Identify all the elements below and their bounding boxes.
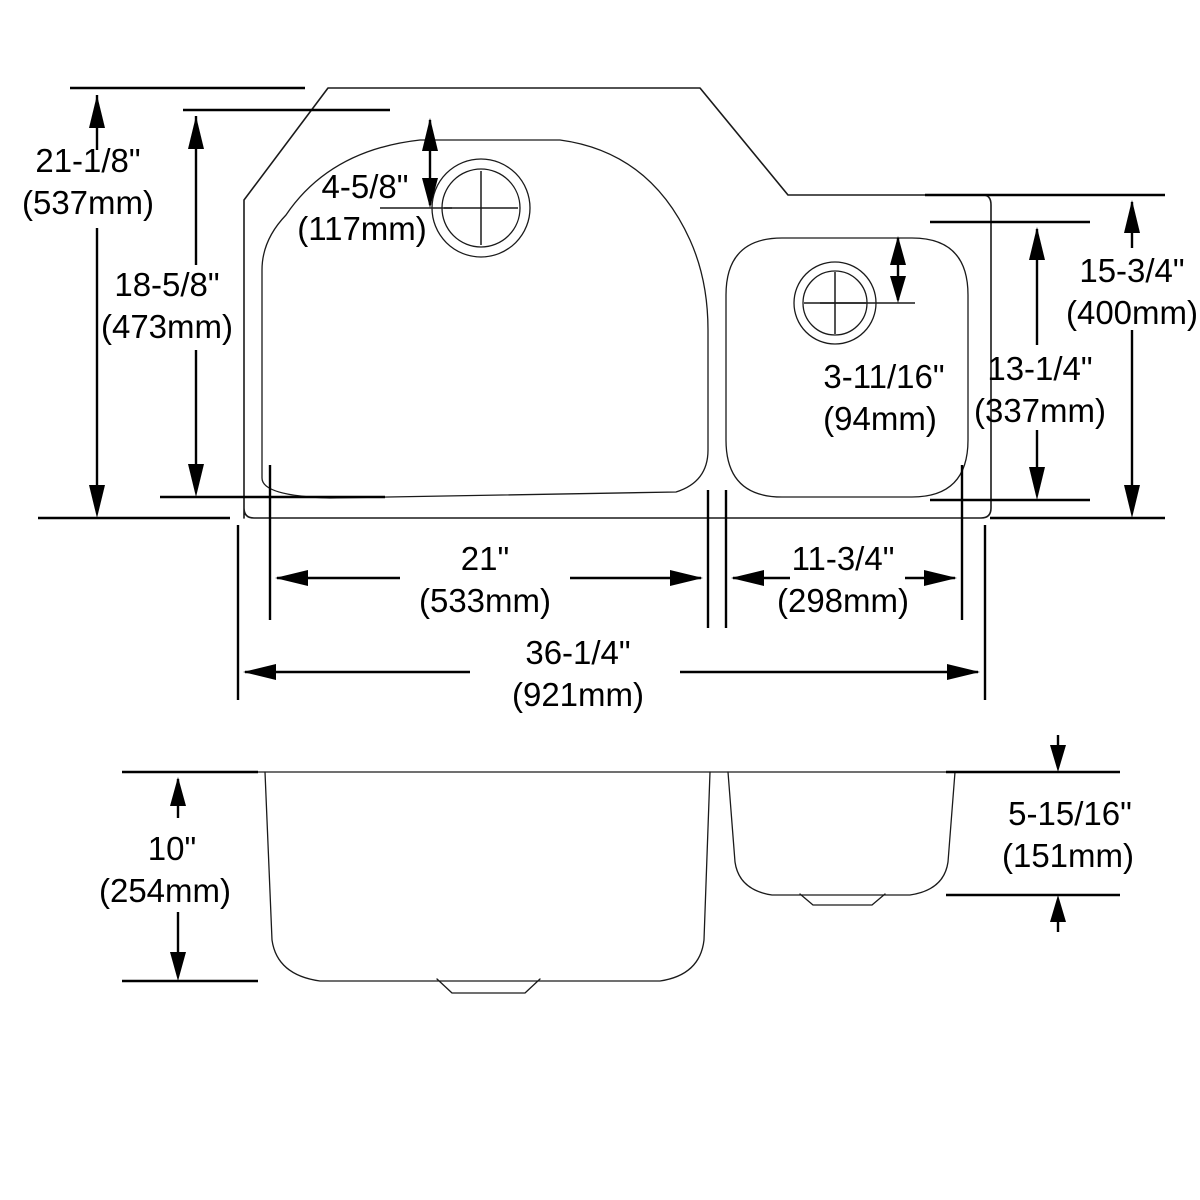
- dimension-small-bowl-depth: 13-1/4" (337mm): [930, 220, 1106, 502]
- dim-overall-depth-mm: (537mm): [22, 184, 154, 221]
- dim-right-overall-depth-inch: 15-3/4": [1079, 252, 1184, 289]
- dim-small-basin-depth-mm: (151mm): [1002, 837, 1134, 874]
- dim-large-bowl-width-inch: 21": [461, 540, 509, 577]
- dim-overall-depth-inch: 21-1/8": [35, 142, 140, 179]
- dimension-small-bowl-width: 11-3/4" (298mm): [724, 465, 964, 628]
- dimension-right-overall-depth: 15-3/4" (400mm): [925, 193, 1198, 520]
- dim-large-drain-offset-mm: (117mm): [297, 210, 427, 247]
- dimension-large-bowl-width: 21" (533mm): [268, 465, 710, 628]
- dimension-overall-width: 36-1/4" (921mm): [236, 525, 987, 713]
- dim-large-bowl-width-mm: (533mm): [419, 582, 551, 619]
- dim-large-bowl-depth-mm: (473mm): [101, 308, 233, 345]
- dim-overall-width-mm: (921mm): [512, 676, 644, 713]
- dimension-overall-depth: 21-1/8" (537mm): [22, 86, 305, 520]
- large-bowl-outline: [261, 139, 709, 499]
- dimension-large-bowl-depth: 18-5/8" (473mm): [101, 108, 390, 499]
- dim-small-bowl-depth-mm: (337mm): [974, 392, 1106, 429]
- dim-large-basin-depth-mm: (254mm): [99, 872, 231, 909]
- plan-view: 21-1/8" (537mm) 18-5/8" (473mm) 4-: [22, 86, 1198, 713]
- dim-small-drain-offset-mm: (94mm): [823, 400, 937, 437]
- elevation-view: 10" (254mm) 5-15/16" (151mm): [99, 735, 1134, 994]
- dim-small-basin-depth-inch: 5-15/16": [1008, 795, 1132, 832]
- elevation-large-bowl: [264, 771, 711, 982]
- small-bowl-outline: [725, 237, 969, 498]
- dimension-large-basin-depth: 10" (254mm): [99, 770, 258, 983]
- dim-small-bowl-width-inch: 11-3/4": [792, 540, 895, 577]
- elevation-small-bowl: [727, 771, 956, 896]
- dim-overall-width-inch: 36-1/4": [525, 634, 630, 671]
- elevation-large-bowl-drain: [436, 978, 541, 994]
- dim-right-overall-depth-mm: (400mm): [1066, 294, 1198, 331]
- dim-large-basin-depth-inch: 10": [148, 830, 196, 867]
- dimension-small-drain-offset: 3-11/16" (94mm): [820, 236, 945, 437]
- dim-small-drain-offset-inch: 3-11/16": [823, 358, 944, 395]
- dimension-small-basin-depth: 5-15/16" (151mm): [946, 735, 1134, 932]
- dim-large-bowl-depth-inch: 18-5/8": [114, 266, 219, 303]
- elevation-small-bowl-drain: [799, 893, 886, 906]
- dim-large-drain-offset-inch: 4-5/8": [322, 168, 409, 205]
- dim-small-bowl-depth-inch: 13-1/4": [987, 350, 1092, 387]
- dimension-large-drain-offset: 4-5/8" (117mm): [297, 118, 452, 247]
- dim-small-bowl-width-mm: (298mm): [777, 582, 909, 619]
